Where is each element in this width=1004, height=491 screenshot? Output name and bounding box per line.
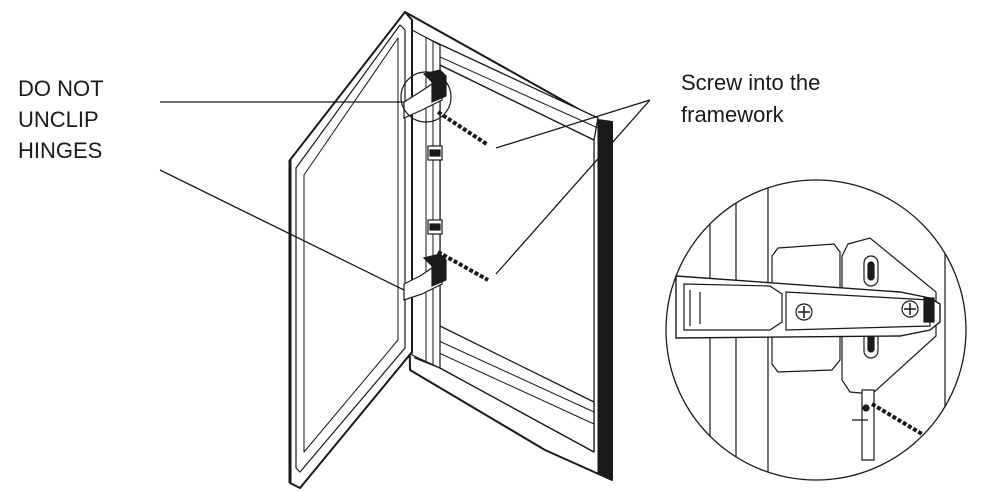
cabinet-door xyxy=(288,11,413,489)
hinge-detail-view xyxy=(665,179,967,481)
carcass-thick-edge xyxy=(597,119,613,481)
screw-lower xyxy=(437,250,489,282)
hinge-upper xyxy=(403,69,447,161)
leader-screw-upper xyxy=(495,99,651,149)
hinge-warning-line-1: DO NOT xyxy=(18,76,104,101)
leader-lines xyxy=(159,99,651,291)
screws xyxy=(436,110,490,282)
hinge-lower xyxy=(403,219,447,301)
hinge-detail-marker xyxy=(400,71,452,123)
screw-note-line-1: Screw into the xyxy=(681,70,821,95)
screw-note-line-2: framework xyxy=(681,102,784,127)
hinge-warning-line-3: HINGES xyxy=(18,138,103,163)
screw-upper xyxy=(436,110,490,147)
hinge-warning-line-2: UNCLIP xyxy=(18,107,99,132)
door-mirror-panel xyxy=(303,37,399,453)
leader-hinge-lower xyxy=(159,169,405,291)
leader-screw-lower xyxy=(495,99,651,275)
